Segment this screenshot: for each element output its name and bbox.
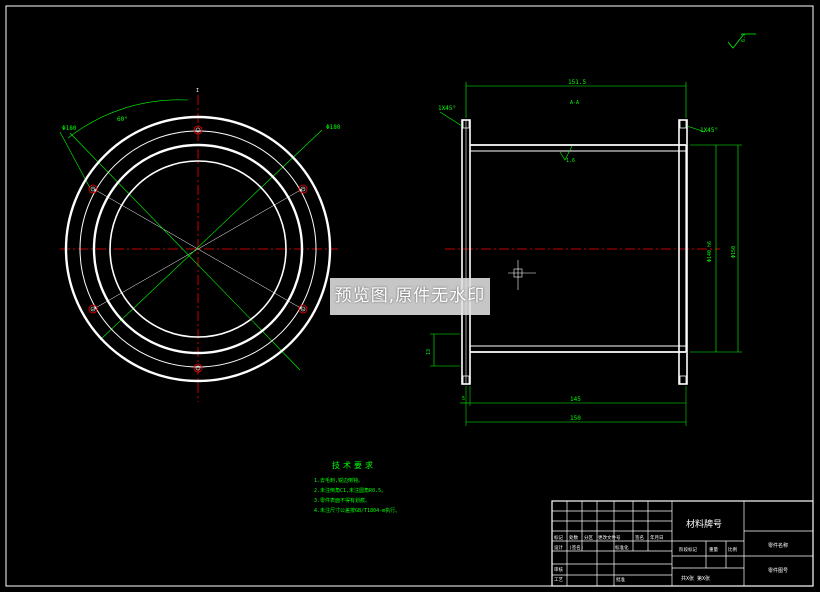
front-hole-pcd-label: Φ180 [326, 124, 341, 131]
dim-flange-thickness: 13 [426, 349, 432, 355]
tb-col-zone: 分区 [584, 534, 593, 541]
tech-item: 4.未注尺寸公差按GB/T1804-m执行。 [314, 507, 400, 514]
chamfer-left: 1X45° [438, 105, 456, 112]
dim-inner-diameter: Φ140 h6 [707, 241, 713, 262]
tb-weight: 重量 [709, 546, 718, 553]
tb-sheet-info: 共X张 第X张 [681, 575, 710, 582]
dim-outer-diameter: Φ150 [731, 246, 737, 258]
title-block [551, 500, 814, 587]
tech-item: 2.未注倒角C1,未注圆角R0.5。 [314, 487, 386, 494]
tb-approve: 批准 [616, 576, 625, 583]
tb-col-docno: 更改文件号 [598, 534, 621, 541]
chamfer-right: 1X45° [700, 127, 718, 134]
front-axis-label: I [196, 88, 199, 94]
tb-designer-name: (签名) [569, 544, 583, 551]
tb-col-sign: 签名 [635, 534, 644, 541]
tb-design: 设计 [554, 544, 563, 551]
tb-part-name: 零件名称 [768, 542, 788, 549]
roughness-symbol-icon [727, 33, 756, 49]
section-view: 151.5 A-A 1X45° 1X45° 1.6 Φ140 h6 Φ150 1… [426, 79, 742, 426]
tb-material: 材料牌号 [686, 518, 722, 530]
drawing-frame [5, 5, 814, 587]
tech-item: 3.零件表面不得有划痕。 [314, 497, 370, 504]
tb-col-date: 年月日 [650, 534, 664, 541]
tb-scale: 比例 [728, 546, 737, 553]
roughness-inner: 1.6 [566, 158, 575, 164]
front-angle-label: 60° [117, 116, 128, 123]
tech-requirements: 技术要求 1.去毛刺,锐边倒钝。 2.未注倒角C1,未注圆角R0.5。 3.零件… [314, 460, 400, 514]
tech-item: 1.去毛刺,锐边倒钝。 [314, 477, 363, 484]
tb-stage-mark: 阶段标记 [679, 546, 697, 553]
front-pcd-label: Φ180 [62, 125, 77, 132]
tb-standardize: 标准化 [615, 544, 629, 551]
roughness-inner-icon [559, 145, 573, 161]
dim-overall-length: 150 [570, 415, 581, 422]
tb-review: 审核 [554, 566, 563, 573]
tb-col-count: 处数 [569, 534, 578, 541]
dim-top-width: 151.5 [568, 79, 586, 86]
watermark: 预览图,原件无水印 [330, 278, 490, 315]
tb-part-code: 零件图号 [768, 567, 788, 574]
tb-process: 工艺 [554, 577, 563, 583]
dim-bottom-small: 5 [462, 396, 465, 402]
tb-col-mark: 标记 [554, 534, 563, 541]
tech-title: 技术要求 [332, 460, 376, 470]
dim-inner-length: 145 [570, 396, 581, 403]
front-view: Φ180 60° Φ180 I [59, 88, 341, 402]
section-label: A-A [570, 100, 579, 106]
roughness-mark: 6.3 [741, 33, 747, 42]
